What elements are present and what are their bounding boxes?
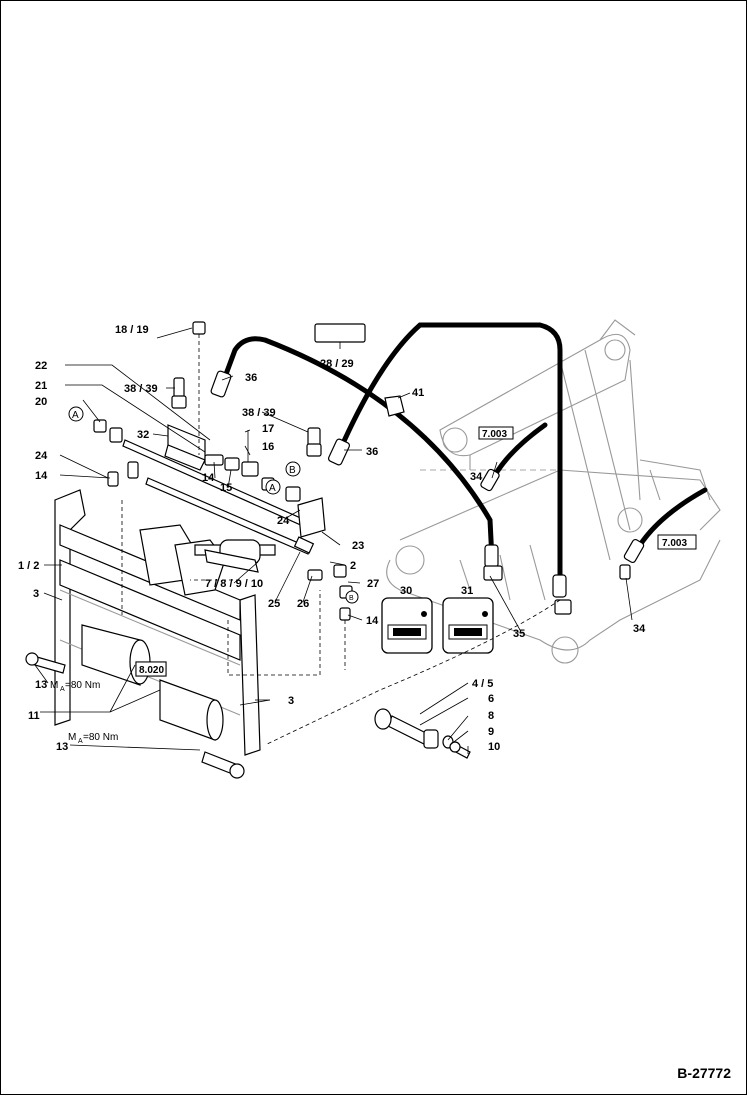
callout-15: 15 <box>220 482 232 494</box>
callout-22: 22 <box>35 360 47 372</box>
callout-labels: 18 / 19 28 / 29 22 21 20 36 38 / 39 41 3… <box>18 324 646 753</box>
callout-31: 31 <box>461 585 473 597</box>
callout-14-right: 14 <box>366 615 379 627</box>
callout-13-lower: 13 <box>56 741 68 753</box>
callout-20: 20 <box>35 396 47 408</box>
svg-text:8.020: 8.020 <box>139 665 164 676</box>
torque-note-upper: M A =80 Nm <box>50 680 100 693</box>
callout-21: 21 <box>35 380 47 392</box>
svg-text:B: B <box>349 595 354 602</box>
pressure-switch-38-39-right <box>306 427 322 457</box>
svg-text:7.003: 7.003 <box>482 429 507 440</box>
bolt-18-19 <box>192 321 206 455</box>
marker-a-right: A <box>265 479 281 495</box>
frame-assembly <box>54 489 276 756</box>
bolt-10 <box>449 741 471 759</box>
svg-text:=80 Nm: =80 Nm <box>83 732 118 743</box>
callout-16: 16 <box>262 441 274 453</box>
callout-7-10: 7 / 8 / 9 / 10 <box>205 578 263 590</box>
callout-32: 32 <box>137 429 149 441</box>
callout-27: 27 <box>367 578 379 590</box>
callout-3-left: 3 <box>33 588 39 600</box>
svg-text:B: B <box>289 465 296 476</box>
callout-6: 6 <box>488 693 494 705</box>
callout-36-lower: 36 <box>366 446 378 458</box>
callout-35: 35 <box>513 628 525 640</box>
svg-text:7.003: 7.003 <box>662 538 687 549</box>
hose-34-upper <box>480 422 548 492</box>
callout-9: 9 <box>488 726 494 738</box>
callout-11: 11 <box>28 710 40 722</box>
marker-b-lower: B <box>345 590 359 604</box>
torque-note-lower: M A =80 Nm <box>68 732 118 745</box>
plate-28-29 <box>314 323 366 343</box>
ref-box-7003-lower: 7.003 <box>657 534 697 550</box>
callout-17: 17 <box>262 423 274 435</box>
pressure-switch-38-39-left <box>171 377 187 409</box>
callout-26: 26 <box>297 598 309 610</box>
pin-6 <box>374 708 439 749</box>
hose-34-lower <box>619 487 708 580</box>
hose-36-left <box>210 336 499 568</box>
marker-a-left: A <box>68 406 84 422</box>
svg-text:A: A <box>78 738 83 745</box>
callout-18-19: 18 / 19 <box>115 324 149 336</box>
callout-24-mid: 24 <box>277 515 290 527</box>
callout-30: 30 <box>400 585 412 597</box>
bolt-13-upper <box>25 652 66 674</box>
svg-text:M: M <box>68 732 76 743</box>
callout-1-2: 1 / 2 <box>18 560 39 572</box>
callout-8: 8 <box>488 710 494 722</box>
assembly-lines <box>121 500 561 746</box>
leader-lines <box>34 327 633 754</box>
bolt-13-lower <box>201 751 245 779</box>
svg-text:M: M <box>50 680 58 691</box>
decal-31 <box>442 597 494 654</box>
pipe-25 <box>145 477 315 555</box>
callout-34-upper: 34 <box>470 471 483 483</box>
callout-41: 41 <box>412 387 424 399</box>
callout-24-left: 24 <box>35 450 48 462</box>
callout-38-39-left: 38 / 39 <box>124 383 158 395</box>
tee-35 <box>483 565 572 615</box>
callout-13-upper: 13 <box>35 679 47 691</box>
svg-text:A: A <box>60 686 65 693</box>
callout-14-left: 14 <box>35 470 48 482</box>
boom-arm-ghost <box>386 319 721 664</box>
svg-text:=80 Nm: =80 Nm <box>65 680 100 691</box>
callout-14-top: 14 <box>202 472 215 484</box>
callout-3-right: 3 <box>288 695 294 707</box>
callout-10: 10 <box>488 741 500 753</box>
cylinder-11: 8.020 <box>81 624 224 741</box>
callout-36-upper: 36 <box>245 372 257 384</box>
ref-box-7003-upper: 7.003 <box>478 426 514 440</box>
fittings-26-27 <box>307 564 353 599</box>
callout-2: 2 <box>350 560 356 572</box>
hose-36-right <box>327 322 567 598</box>
svg-text:A: A <box>269 483 276 494</box>
svg-text:A: A <box>72 410 79 421</box>
valve-block-23 <box>285 486 326 538</box>
marker-b-upper: B <box>285 461 301 477</box>
callout-28-29: 28 / 29 <box>320 358 354 370</box>
callout-25: 25 <box>268 598 280 610</box>
callout-38-39-right: 38 / 39 <box>242 407 276 419</box>
callout-34-lower: 34 <box>633 623 646 635</box>
decal-30 <box>381 597 433 654</box>
document-number: B-27772 <box>677 1065 731 1081</box>
callout-4-5: 4 / 5 <box>472 678 493 690</box>
sleeve-7-10 <box>204 549 259 573</box>
callout-23: 23 <box>352 540 364 552</box>
block-41 <box>384 395 405 417</box>
